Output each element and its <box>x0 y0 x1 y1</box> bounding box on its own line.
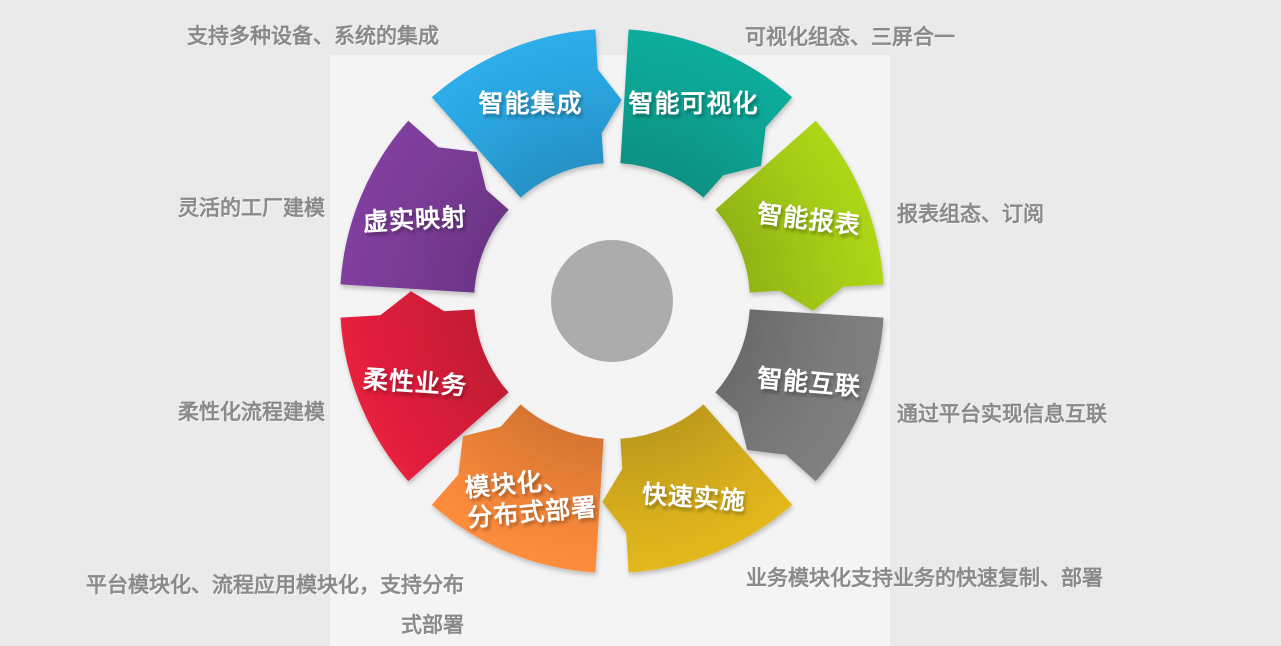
segment-label-smart-visualization: 智能可视化 <box>628 89 758 119</box>
annotation-flexible-business: 柔性化流程建模 <box>178 400 325 426</box>
segment-label-modular-distributed-deployment: 模块化、分布式部署 <box>463 462 598 533</box>
annotation-virtual-real-mapping: 灵活的工厂建模 <box>178 196 325 222</box>
annotation-line: 报表组态、订阅 <box>897 203 1044 226</box>
segment-label-virtual-real-mapping: 虚实映射 <box>362 202 468 237</box>
annotation-line: 支持多种设备、系统的集成 <box>187 25 439 48</box>
segment-label-line: 智能集成 <box>478 90 583 119</box>
segment-label-line: 虚实映射 <box>362 202 468 237</box>
annotation-line: 平台模块化、流程应用模块化，支持分布 <box>86 574 464 597</box>
annotation-line: 可视化组态、三屏合一 <box>745 26 955 49</box>
annotation-line: 柔性化流程建模 <box>178 401 325 424</box>
segment-flexible-business <box>340 291 509 482</box>
annotation-smart-interconnection: 通过平台实现信息互联 <box>897 402 1107 428</box>
segment-label-smart-integration: 智能集成 <box>478 89 582 119</box>
annotation-rapid-implementation: 业务模块化支持业务的快速复制、部署 <box>746 566 1103 592</box>
annotation-modular-distributed-deployment: 平台模块化、流程应用模块化，支持分布式部署 <box>80 566 464 646</box>
annotation-line: 式部署 <box>401 614 464 637</box>
annotation-smart-report: 报表组态、订阅 <box>897 202 1044 228</box>
segment-smart-interconnection <box>715 309 884 482</box>
annotation-line: 通过平台实现信息互联 <box>897 403 1107 426</box>
segment-label-line: 智能可视化 <box>628 90 759 119</box>
segment-modular-distributed-deployment <box>431 404 604 573</box>
segment-smart-report <box>715 120 884 311</box>
segment-smart-integration <box>431 29 622 198</box>
annotation-smart-integration: 支持多种设备、系统的集成 <box>187 24 439 50</box>
segment-rapid-implementation <box>602 404 793 573</box>
annotation-line: 业务模块化支持业务的快速复制、部署 <box>746 567 1103 590</box>
segment-virtual-real-mapping <box>340 120 509 293</box>
segment-smart-visualization <box>620 29 793 198</box>
annotation-smart-visualization: 可视化组态、三屏合一 <box>745 25 955 51</box>
center-hub-circle <box>551 240 673 362</box>
annotation-line: 灵活的工厂建模 <box>178 197 325 220</box>
